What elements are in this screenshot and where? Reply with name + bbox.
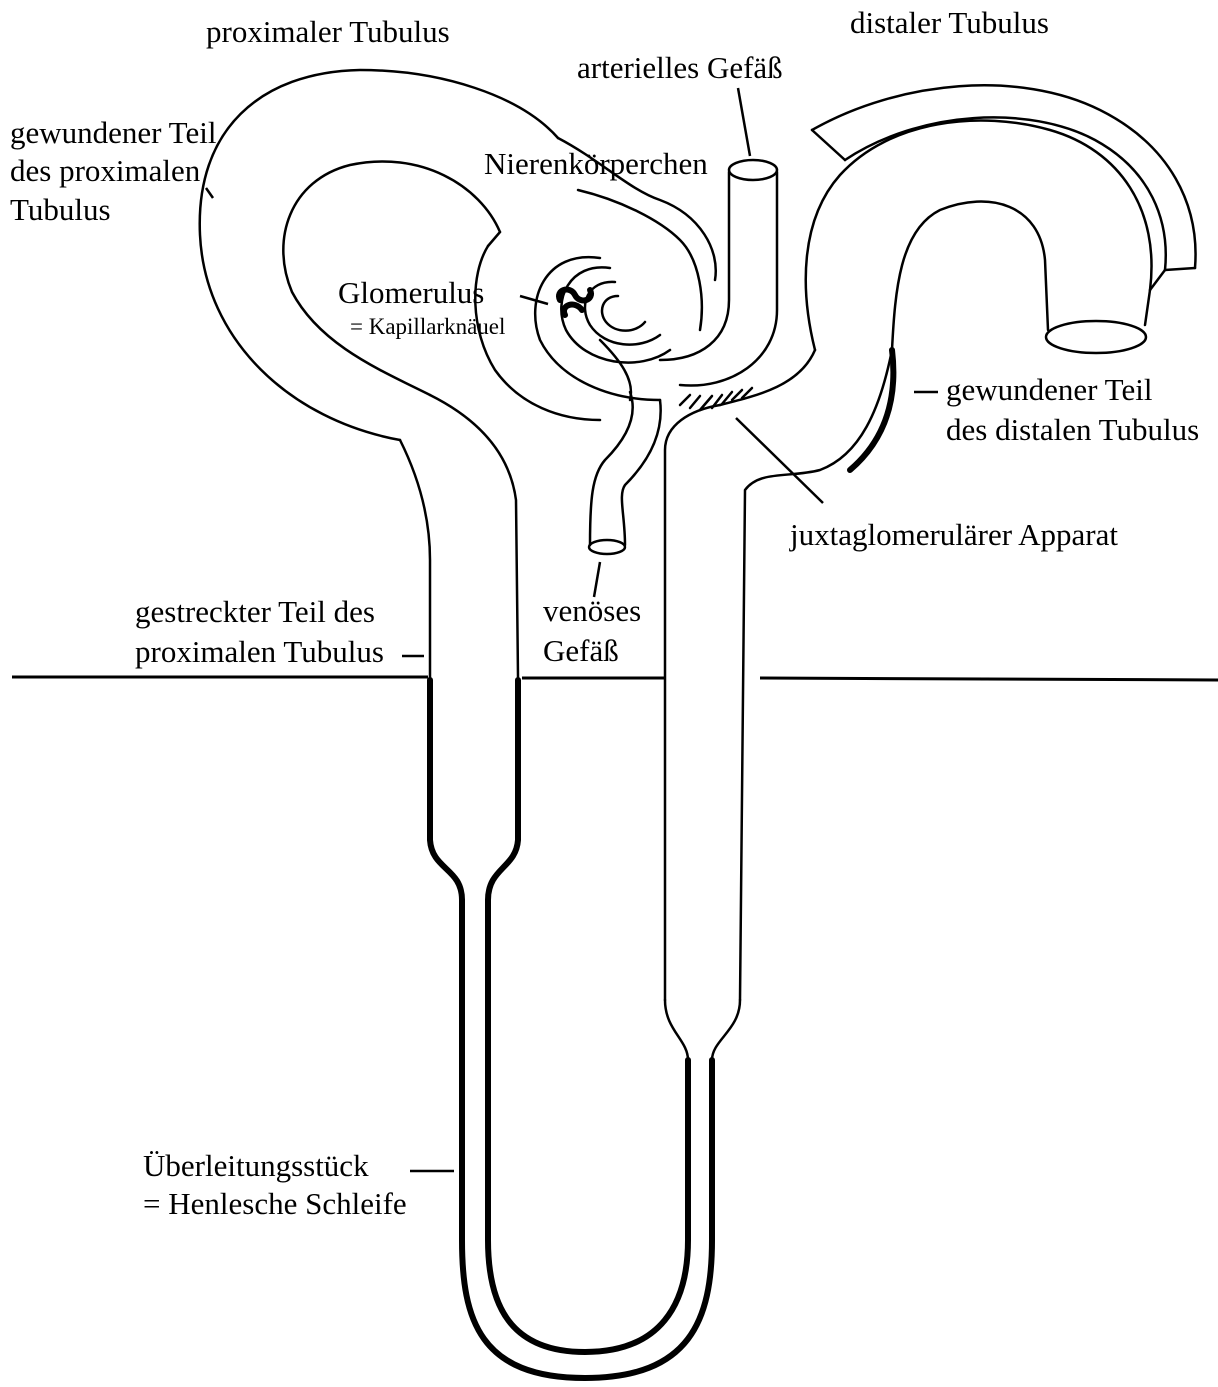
efferent-arteriole — [589, 392, 661, 554]
label-proximal-tubule: proximaler Tubulus — [206, 14, 450, 49]
label-renal-corpuscle: Nierenkörperchen — [484, 146, 708, 181]
label-distal-tubule: distaler Tubulus — [850, 5, 1049, 40]
label-convoluted-proximal-line2: des proximalen — [10, 153, 201, 188]
label-henle-line1: Überleitungsstück — [143, 1148, 369, 1183]
label-convoluted-proximal-line3: Tubulus — [10, 192, 111, 227]
label-henle-line2: = Henlesche Schleife — [143, 1186, 407, 1221]
label-efferent-vessel-line2: Gefäß — [543, 633, 619, 668]
label-convoluted-proximal-line1: gewundener Teil — [10, 115, 216, 150]
label-afferent-vessel: arterielles Gefäß — [577, 50, 783, 85]
afferent-arteriole — [660, 160, 777, 386]
label-straight-proximal-line1: gestreckter Teil des — [135, 594, 375, 629]
cortex-medulla-boundary — [12, 677, 1218, 680]
label-efferent-vessel-line1: venöses — [543, 593, 641, 628]
label-convoluted-distal-line2: des distalen Tubulus — [946, 412, 1199, 447]
label-juxtaglomerular-apparatus: juxtaglomerulärer Apparat — [789, 517, 1118, 552]
loop-of-henle — [462, 900, 740, 1378]
label-glomerulus: Glomerulus — [338, 275, 484, 310]
straight-proximal-tubule — [400, 395, 518, 900]
label-convoluted-distal-line1: gewundener Teil — [946, 372, 1152, 407]
glomerulus — [559, 267, 670, 400]
leader-lines — [206, 88, 938, 1171]
convoluted-proximal-tubule — [200, 70, 600, 440]
ascending-limb — [665, 350, 892, 1000]
label-straight-proximal-line2: proximalen Tubulus — [135, 634, 384, 669]
distal-tubule-segment — [812, 85, 1196, 290]
label-capillary-tuft: = Kapillarknäuel — [350, 314, 505, 339]
